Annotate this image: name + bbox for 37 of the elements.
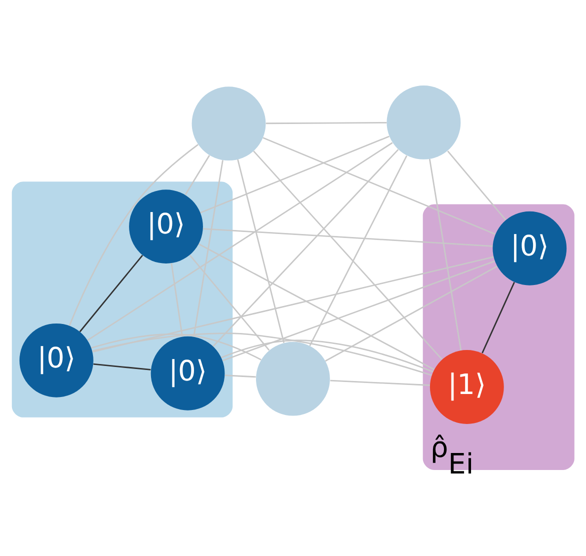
connector	[237, 159, 285, 343]
connector	[330, 380, 430, 386]
connector	[92, 256, 494, 352]
connector	[93, 363, 151, 370]
connector	[91, 333, 262, 360]
connector	[222, 260, 495, 362]
connector	[224, 374, 256, 378]
connector	[447, 150, 506, 220]
connector	[203, 228, 493, 247]
cluster	[12, 182, 233, 418]
connector	[221, 340, 434, 372]
node-circle: |0⟩	[492, 211, 567, 286]
connector	[193, 160, 224, 337]
connector	[184, 154, 210, 196]
connector	[92, 332, 432, 376]
connector	[87, 142, 393, 341]
connector	[266, 122, 387, 124]
node-circle: |0⟩	[129, 190, 203, 264]
connector	[309, 155, 408, 346]
connector	[262, 137, 496, 235]
connector	[68, 144, 198, 326]
node-circle	[386, 86, 461, 160]
node-circle: |1⟩	[430, 350, 504, 424]
connector	[189, 254, 270, 351]
connector	[482, 282, 515, 354]
connector	[212, 149, 399, 347]
connector	[325, 266, 498, 362]
connector	[170, 263, 184, 337]
connector	[198, 243, 434, 370]
connector	[428, 158, 462, 351]
node-circle	[256, 342, 330, 416]
connector	[253, 150, 442, 360]
node-circle: |0⟩	[150, 336, 225, 410]
connector	[200, 136, 390, 214]
connector	[79, 254, 144, 332]
node-circle: |0⟩	[19, 323, 94, 398]
node-circle	[192, 86, 266, 161]
